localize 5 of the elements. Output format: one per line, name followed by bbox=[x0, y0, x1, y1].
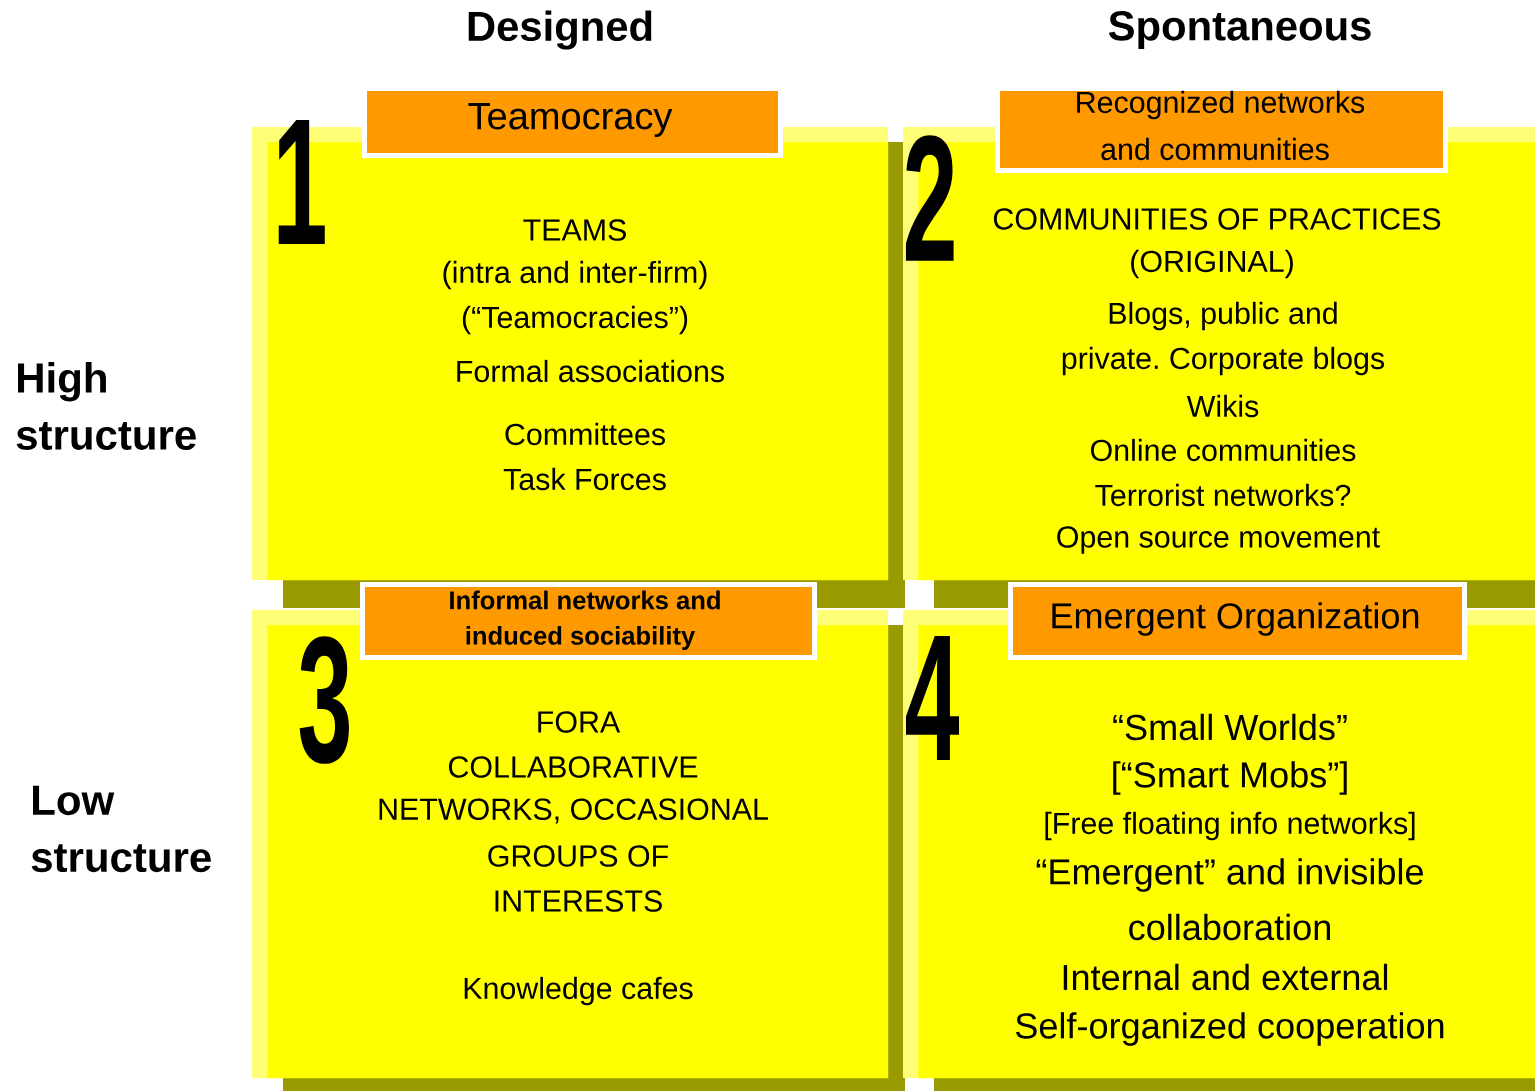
header-box: Teamocracy bbox=[362, 86, 783, 158]
row-heading: Low structure bbox=[31, 785, 211, 873]
row-heading: High structure bbox=[16, 362, 196, 450]
column-heading: Designed bbox=[468, 10, 652, 50]
column-heading: Spontaneous bbox=[1108, 11, 1371, 49]
